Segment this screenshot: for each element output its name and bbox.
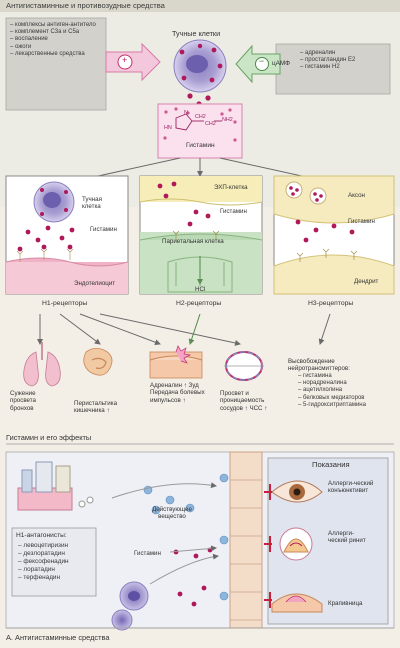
indication-conjunctivitis: Аллерги-ческий конъюнктивит [328, 480, 374, 495]
histamine-label-top: Гистамин [186, 142, 215, 149]
effect-bronchi: Сужение просвета бронхов [10, 390, 36, 412]
h2-parietal-label: Париетальная клетка [162, 238, 224, 245]
formula-ch2a: CH2 [195, 114, 206, 120]
neuro-item: 5-гидрокситриптамина [298, 402, 366, 409]
activator-item: воспаление [10, 36, 106, 43]
drug-package-icon [17, 461, 94, 511]
eye-icon [271, 480, 323, 503]
lungs-icon [23, 342, 61, 387]
vessel-icon [224, 351, 264, 381]
neuro-item: белковых медиаторов [298, 395, 366, 402]
page-header [0, 0, 400, 12]
plus-arrow [105, 42, 161, 82]
h1-histamine-label: Гистамин [90, 226, 117, 233]
plus-sign: + [122, 55, 128, 65]
h1-receptor-label: H1-рецепторы [42, 300, 88, 307]
effect-intestine: Перистальтика кишечника ↑ [74, 400, 118, 415]
effect-vessels: Просвет и проницаемость сосудов ↑ ЧСС ↑ [220, 390, 268, 412]
intestine-icon [83, 348, 113, 376]
section-histamine-effects: Гистамин и его эффекты [6, 433, 92, 442]
indications-title: Показания [312, 460, 350, 469]
inhibitor-item: гистамин H2 [300, 64, 355, 71]
neuro-item: норадреналина [298, 380, 366, 387]
histamine-formula-box [157, 103, 243, 159]
drug-item: дезлоратадин [18, 550, 69, 558]
urticaria-icon [271, 593, 323, 613]
formula-ch2b: CH2 [205, 121, 216, 127]
drug-item: терфенадин [18, 574, 69, 582]
h2-hcl-label: HCl [195, 286, 206, 293]
h2-receptor-label: H2-рецепторы [176, 300, 222, 307]
formula-nh2: NH2 [222, 117, 233, 123]
mast-cells-title: Тучные клетки [172, 29, 221, 38]
indication-rhinitis: Аллерги-ческий ринит [328, 530, 366, 545]
drug-item: фексофенадин [18, 558, 68, 566]
neuro-item: ацетилхолина [298, 387, 366, 394]
activator-item: лекарственные средства [10, 51, 106, 58]
indication-urticaria: Крапивница [328, 600, 363, 607]
h3-receptor-label: H3-рецепторы [308, 300, 354, 307]
drug-item: левоцетиризин [18, 542, 69, 550]
inhibitors-list: адреналин простагландин E2 гистамин H2 [300, 50, 355, 72]
neuro-item: гистамина [298, 373, 366, 380]
camp-label: цАМФ [272, 60, 291, 67]
active-substance-label: Действующее вещество [152, 506, 192, 521]
drug-item: лоратадин [18, 566, 69, 574]
formula-n: N [184, 110, 188, 116]
footer-caption: A. Антигистаминные средства [6, 633, 110, 642]
activators-list: комплексы антиген-антитело комплемент C3… [10, 22, 106, 58]
effect-neuro-title: Высвобождение нейротрансмиттеров: [288, 358, 350, 373]
activator-item: комплемент C3a и C5a [10, 29, 106, 36]
nose-icon [279, 527, 313, 561]
h2-ecl-label: ЭХП-клетка [214, 184, 248, 191]
antagonists-title: H1-антагонисты: [16, 532, 67, 539]
h3-dendrite-label: Дендрит [354, 278, 379, 285]
tissue-column [229, 451, 263, 629]
effect-skin: Адреналин ↑ Зуд Передача болевых импульс… [150, 382, 205, 404]
minus-sign: − [259, 56, 265, 66]
page-title: Антигистаминные и противозудные средства [6, 1, 165, 10]
formula-hn: HN [164, 125, 172, 131]
h1-endothel-label: Эндотелиоцит [74, 280, 116, 287]
inhibitor-item: простагландин E2 [300, 57, 355, 64]
drug-list: левоцетиризин дезлоратадин фексофенадин … [18, 542, 69, 582]
h1-mast-cell-label: Тучная клетка [82, 196, 102, 211]
skin-icon [149, 345, 203, 379]
activator-item: комплексы антиген-антитело [10, 22, 106, 29]
activator-item: ожоги [10, 44, 106, 51]
h2-histamine-label: Гистамин [220, 208, 247, 215]
inhibitor-item: адреналин [300, 50, 355, 57]
h3-histamine-label: Гистамин [348, 218, 375, 225]
neuro-list: гистамина норадреналина ацетилхолина бел… [298, 373, 366, 409]
histamine-label-bottom: Гистамин [134, 550, 161, 557]
h3-axon-label: Аксон [348, 192, 365, 199]
